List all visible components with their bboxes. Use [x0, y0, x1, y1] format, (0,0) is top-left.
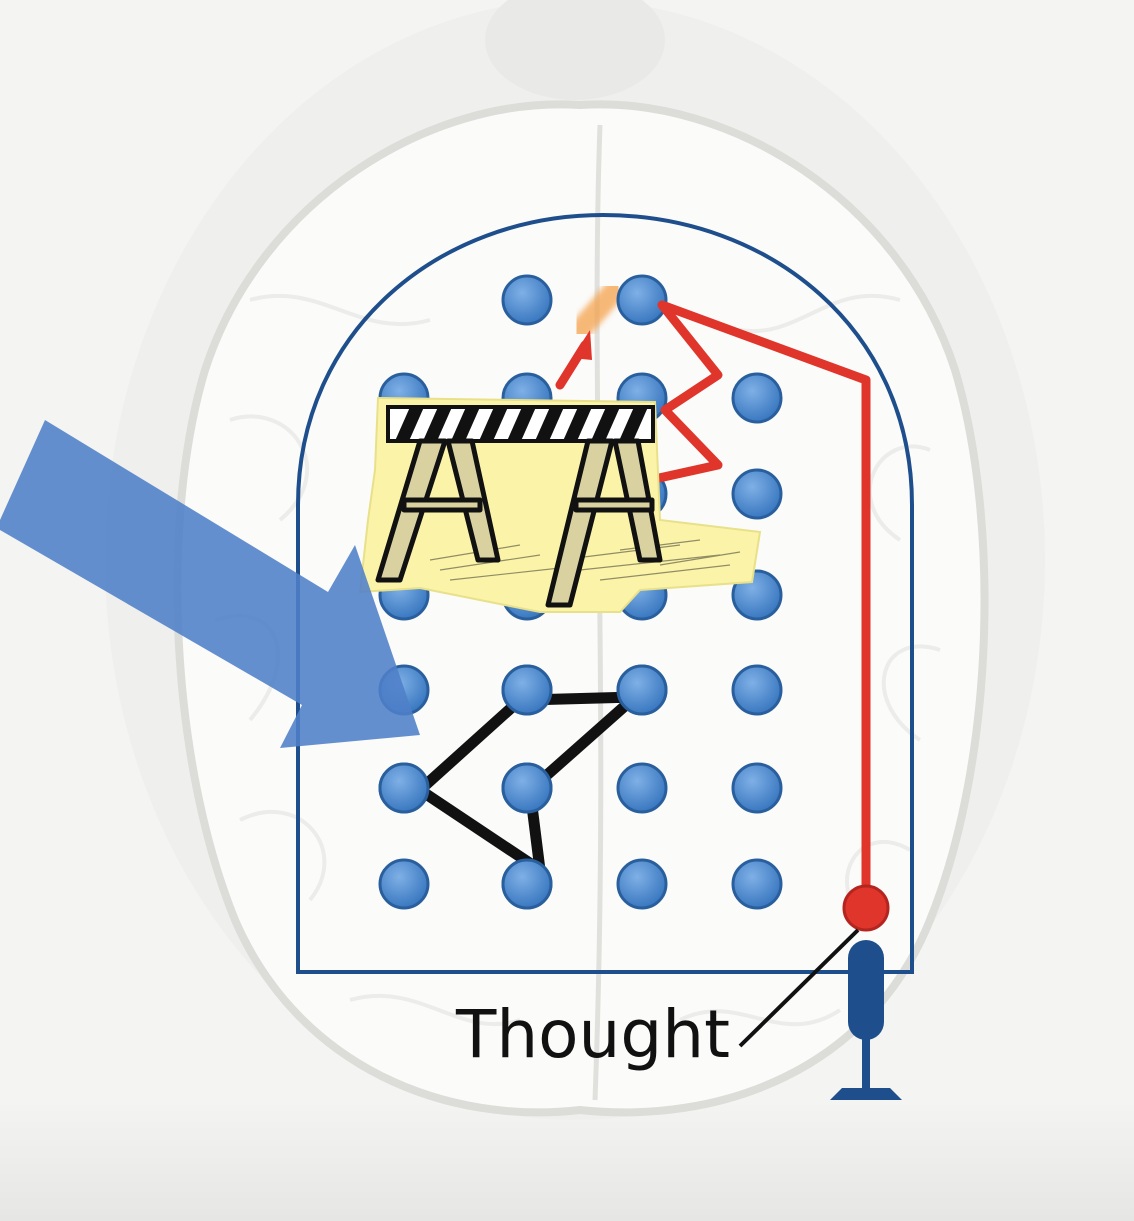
electrode-node [731, 762, 783, 814]
electrode-node [731, 664, 783, 716]
microphone-icon [830, 940, 902, 1100]
electrode-node [616, 762, 668, 814]
electrode-node [378, 858, 430, 910]
barricade-icon [358, 396, 762, 613]
electrode-node [501, 664, 553, 716]
electrode-node [616, 858, 668, 910]
bottom-band [0, 1100, 1134, 1221]
electrode-node [501, 858, 553, 910]
red-signal-path [555, 300, 871, 910]
electrode-node [731, 372, 783, 424]
electrode-node [501, 274, 553, 326]
activation-glow [569, 279, 626, 341]
electrode-node [731, 858, 783, 910]
arrow-icon [0, 420, 420, 748]
electrode-node [616, 664, 668, 716]
black-signal-path [414, 691, 641, 876]
thought-node [842, 884, 890, 932]
electrode-node [501, 762, 553, 814]
electrode-node [378, 762, 430, 814]
thought-label: Thought [456, 996, 730, 1073]
electrode-node [616, 274, 668, 326]
electrode-node [731, 468, 783, 520]
electrode-array-frame [296, 212, 914, 974]
electrode-grid-overlay [378, 664, 668, 910]
thought-pointer-icon [738, 928, 860, 1048]
